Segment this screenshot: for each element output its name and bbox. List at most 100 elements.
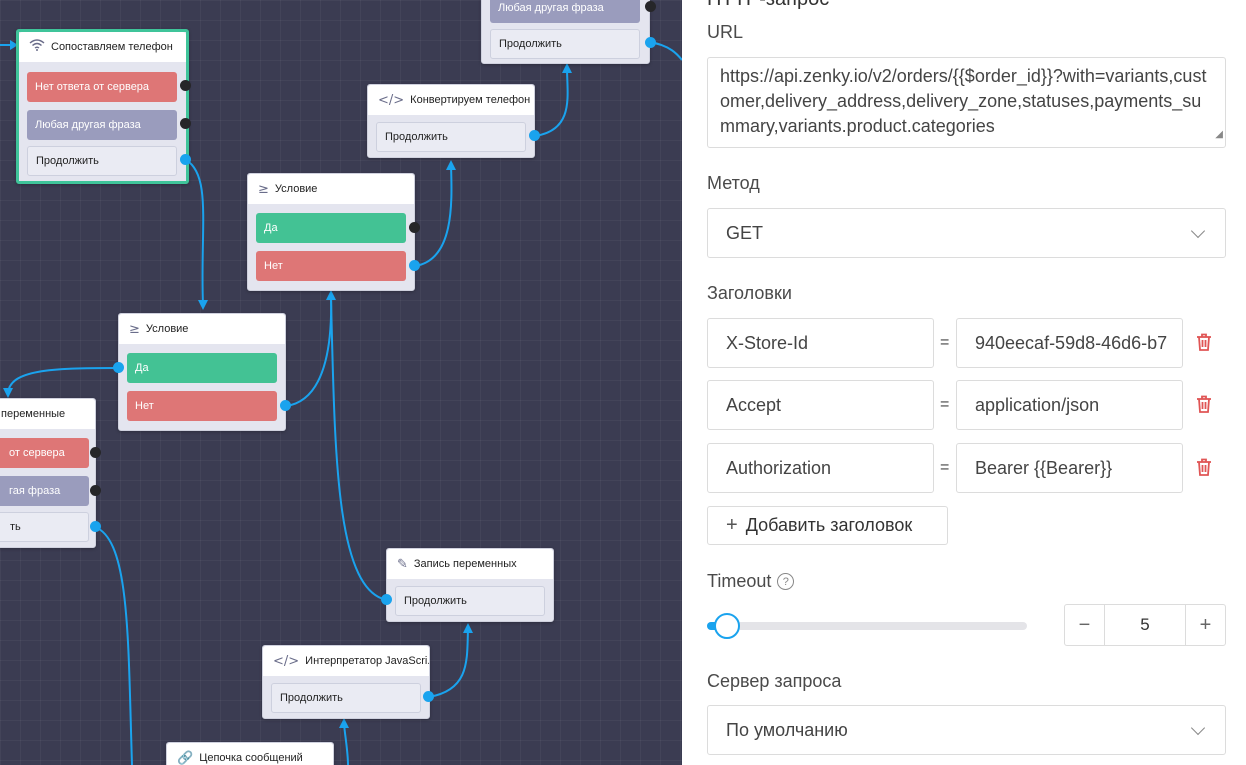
server-value: По умолчанию [726, 719, 848, 740]
flow-canvas[interactable]: Любая другая фраза Продолжить Сопоставля… [0, 0, 682, 765]
port-dot[interactable] [409, 260, 420, 271]
header-value: 940eecaf-59d8-46d6-b7 [975, 332, 1168, 353]
timeout-text: Timeout [707, 571, 772, 591]
port-dot[interactable] [409, 222, 420, 233]
output-yes[interactable]: Да [127, 353, 277, 383]
timeout-label: Timeout ? [707, 571, 795, 592]
header-key-input[interactable]: X-Store-Id [707, 318, 934, 368]
add-header-label: Добавить заголовок [745, 515, 913, 535]
stepper-minus-button[interactable]: − [1065, 605, 1105, 645]
output-continue[interactable]: Продолжить [490, 29, 640, 59]
method-select[interactable]: GET [707, 208, 1226, 258]
timeout-stepper[interactable]: − 5 + [1064, 604, 1226, 646]
output-any-phrase[interactable]: Любая другая фраза [490, 0, 640, 23]
trash-icon[interactable] [1193, 456, 1215, 478]
port-dot[interactable] [645, 37, 656, 48]
port-dot[interactable] [645, 1, 656, 12]
output-no-response[interactable]: Нет ответа от сервера [27, 72, 177, 102]
header-key-input[interactable]: Authorization [707, 443, 934, 493]
pencil-icon: ✎ [397, 556, 408, 572]
port-dot[interactable] [381, 594, 392, 605]
port-dot[interactable] [113, 362, 124, 373]
server-select[interactable]: По умолчанию [707, 705, 1226, 755]
output-no[interactable]: Нет [127, 391, 277, 421]
node-header: </> Конвертируем телефон [368, 85, 534, 115]
output-continue[interactable]: Продолжить [395, 586, 545, 616]
port-dot[interactable] [90, 521, 101, 532]
arrow-convert [446, 160, 456, 170]
output-no[interactable]: Нет [256, 251, 406, 281]
output-continue[interactable]: Продолжить [27, 146, 177, 176]
header-key: Accept [726, 394, 782, 415]
equals-sign: = [940, 396, 950, 413]
plus-icon: + [726, 514, 738, 536]
output-label: ть [10, 521, 21, 533]
output-label: Продолжить [404, 595, 467, 607]
header-key-input[interactable]: Accept [707, 380, 934, 430]
trash-icon[interactable] [1193, 393, 1215, 415]
stepper-plus-button[interactable]: + [1185, 605, 1225, 645]
code-icon: </> [273, 653, 300, 669]
wire-cond2-no-to-cond1 [285, 294, 333, 407]
node-header: переменные [0, 399, 95, 429]
port-dot[interactable] [90, 447, 101, 458]
equals-sign: = [940, 459, 950, 476]
server-label: Сервер запроса [707, 671, 842, 691]
header-value-input[interactable]: application/json [956, 380, 1183, 430]
output-yes[interactable]: Да [256, 213, 406, 243]
help-icon[interactable]: ? [777, 573, 795, 590]
wifi-icon [29, 39, 45, 55]
header-value-input[interactable]: Bearer {{Bearer}} [956, 443, 1183, 493]
header-value-input[interactable]: 940eecaf-59d8-46d6-b7 [956, 318, 1183, 368]
node-condition-2[interactable]: ≥ Условие Да Нет [118, 313, 286, 431]
node-variables-left[interactable]: переменные от сервера гая фраза ть [0, 398, 96, 548]
port-dot[interactable] [90, 485, 101, 496]
code-icon: </> [378, 92, 405, 108]
port-dot[interactable] [280, 400, 291, 411]
node-title: Конвертируем телефон [410, 94, 531, 106]
port-dot[interactable] [529, 130, 540, 141]
output-continue[interactable]: Продолжить [271, 683, 421, 713]
header-value: application/json [975, 394, 1100, 415]
timeout-input[interactable]: 5 [1105, 605, 1185, 645]
node-js-interpreter[interactable]: </> Интерпретатор JavaScri... Продолжить [262, 645, 430, 719]
node-title: Запись переменных [413, 558, 517, 570]
url-value: https://api.zenky.io/v2/orders/{{$order_… [720, 66, 1207, 136]
arrow-in-match [10, 40, 18, 50]
trash-icon[interactable] [1193, 331, 1215, 353]
port-dot[interactable] [180, 154, 191, 165]
node-convert-phone[interactable]: </> Конвертируем телефон Продолжить [367, 84, 535, 158]
arrow-vars [3, 388, 13, 398]
wire-vars-to-chain [94, 526, 133, 765]
node-condition-1[interactable]: ≥ Условие Да Нет [247, 173, 415, 291]
output-label: Нет ответа от сервера [35, 81, 150, 93]
output-label: Нет [264, 260, 283, 272]
port-dot[interactable] [423, 691, 434, 702]
port-dot[interactable] [180, 80, 191, 91]
output-continue[interactable]: ть [0, 512, 89, 542]
output-no-response[interactable]: от сервера [0, 438, 89, 468]
node-write-variables[interactable]: ✎ Запись переменных Продолжить [386, 548, 554, 622]
add-header-button[interactable]: + Добавить заголовок [707, 506, 948, 545]
node-top-right[interactable]: Любая другая фраза Продолжить [481, 0, 656, 64]
output-label: Любая другая фраза [35, 119, 141, 131]
wire-match-to-cond2 [185, 159, 205, 306]
arrow-cond1 [326, 290, 336, 300]
slider-thumb[interactable] [714, 613, 740, 639]
output-any-phrase[interactable]: Любая другая фраза [27, 110, 177, 140]
port-dot[interactable] [180, 118, 191, 129]
output-any-phrase[interactable]: гая фраза [0, 476, 89, 506]
node-message-chain[interactable]: 🔗 Цепочка сообщений [166, 742, 334, 765]
connection-wires [0, 40, 682, 765]
output-continue[interactable]: Продолжить [376, 122, 526, 152]
resize-handle-icon[interactable]: ◢ [1215, 129, 1223, 140]
node-match-phone[interactable]: Сопоставляем телефон Нет ответа от серве… [16, 29, 189, 184]
panel-title: HTTP-запрос [707, 0, 829, 11]
wire-chain-to-js [343, 721, 349, 765]
timeout-slider[interactable] [707, 613, 1027, 639]
chevron-down-icon [1190, 223, 1206, 239]
output-label: Да [135, 362, 149, 374]
url-textarea[interactable]: https://api.zenky.io/v2/orders/{{$order_… [707, 57, 1226, 148]
node-title: Условие [145, 323, 189, 335]
node-header: ≥ Условие [248, 174, 414, 204]
